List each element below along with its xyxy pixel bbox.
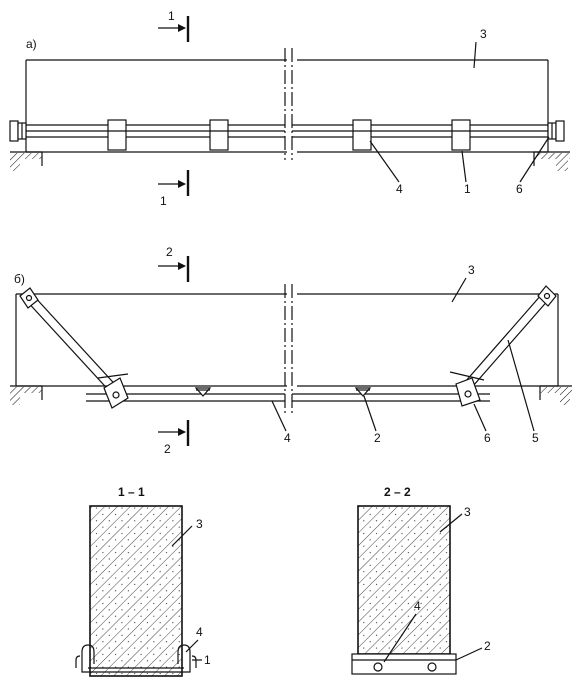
section-2-2-callout-4: 4	[414, 599, 421, 613]
panel-a-support-right	[533, 151, 570, 171]
section-mark-2-bottom-label: 2	[164, 442, 171, 456]
saddle-2	[354, 387, 372, 397]
panel-b-label: б)	[14, 272, 25, 286]
panel-b: б)	[10, 245, 572, 456]
panel-b-break-line	[284, 284, 293, 414]
panel-a-section-mark-bottom: 1	[158, 170, 190, 208]
panel-b-support-left	[10, 385, 43, 405]
panel-b-section-mark-top: 2	[158, 245, 190, 282]
clamp-2	[209, 119, 229, 151]
section-2-2-callout-2: 2	[484, 639, 491, 653]
panel-a-break-line	[284, 48, 293, 160]
clamp-1	[107, 119, 127, 151]
callout-4: 4	[396, 182, 403, 196]
callout-b-5: 5	[532, 431, 539, 445]
section-2-2-title: 2 – 2	[384, 485, 411, 499]
panel-a-support-left	[10, 151, 43, 171]
section-mark-bottom-label: 1	[160, 194, 167, 208]
section-1-1: 1 – 1 3 4 1	[75, 485, 211, 677]
section-1-1-callout-4: 4	[196, 625, 203, 639]
section-1-1-callout-3: 3	[196, 517, 203, 531]
panel-a-label: а)	[26, 37, 37, 51]
callout-b-3: 3	[468, 263, 475, 277]
panel-a: а)	[9, 9, 570, 208]
panel-b-beam	[15, 293, 559, 387]
panel-b-callouts: 3 4 2 6 5	[271, 263, 539, 445]
section-2-2-beam	[357, 505, 451, 655]
section-2-2: 2 – 2 3 4 2	[351, 485, 491, 675]
panel-b-support-right	[539, 385, 572, 405]
section-2-2-callout-3: 3	[464, 505, 471, 519]
section-1-1-callout-1: 1	[204, 653, 211, 667]
saddle-1	[194, 387, 212, 397]
panel-a-callouts: 3 4 1 6	[369, 27, 550, 196]
panel-b-strut-left	[19, 287, 129, 409]
callout-b-4: 4	[284, 431, 291, 445]
panel-b-section-mark-bottom: 2	[158, 420, 190, 456]
clamp-4	[451, 119, 471, 151]
section-1-1-clamp	[75, 644, 197, 673]
panel-a-beam	[25, 59, 549, 153]
panel-a-section-mark-top: 1	[158, 9, 190, 42]
section-2-2-saddle	[351, 653, 457, 675]
panel-b-saddles	[194, 387, 372, 397]
callout-b-2: 2	[374, 431, 381, 445]
section-mark-top-label: 1	[168, 9, 175, 23]
callout-b-6: 6	[484, 431, 491, 445]
panel-a-anchor-right	[547, 120, 565, 142]
callout-6: 6	[516, 182, 523, 196]
panel-a-anchor-left	[9, 120, 27, 142]
panel-a-clamps	[107, 119, 471, 151]
section-1-1-title: 1 – 1	[118, 485, 145, 499]
clamp-3	[352, 119, 372, 151]
callout-3: 3	[480, 27, 487, 41]
section-mark-2-top-label: 2	[166, 245, 173, 259]
panel-a-tie-rod	[14, 124, 562, 138]
section-1-1-beam	[89, 505, 183, 677]
panel-b-strut-right	[449, 285, 557, 407]
callout-1: 1	[464, 182, 471, 196]
panel-b-tie-rod	[86, 393, 490, 402]
